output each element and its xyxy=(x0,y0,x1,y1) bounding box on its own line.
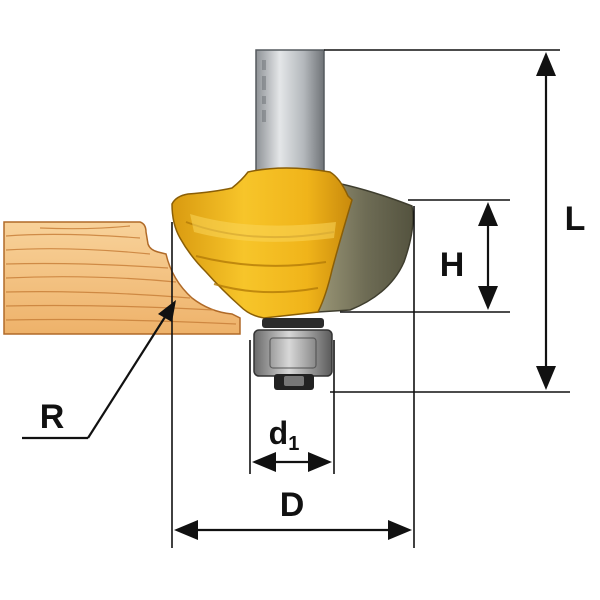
wood-grain-lines xyxy=(5,225,237,325)
router-bit xyxy=(171,49,414,390)
label-d1: d1 xyxy=(269,415,300,455)
label-d1-subscript: 1 xyxy=(288,433,299,455)
shank xyxy=(255,49,325,179)
label-H: H xyxy=(440,246,465,284)
extension-lines xyxy=(171,49,570,548)
dimension-L xyxy=(536,52,556,390)
cutter-body xyxy=(171,167,353,319)
label-R: R xyxy=(40,398,65,436)
wood-workpiece xyxy=(3,221,241,335)
bearing-washer xyxy=(262,318,324,328)
label-L: L xyxy=(565,200,586,238)
dimension-D xyxy=(174,520,412,540)
shank-engraving xyxy=(262,60,266,122)
dimension-d1 xyxy=(252,452,332,472)
label-d1-main: d xyxy=(269,415,289,451)
dimension-H xyxy=(478,202,498,310)
bearing xyxy=(253,329,333,377)
radius-leader xyxy=(22,300,176,440)
label-D: D xyxy=(280,486,305,524)
